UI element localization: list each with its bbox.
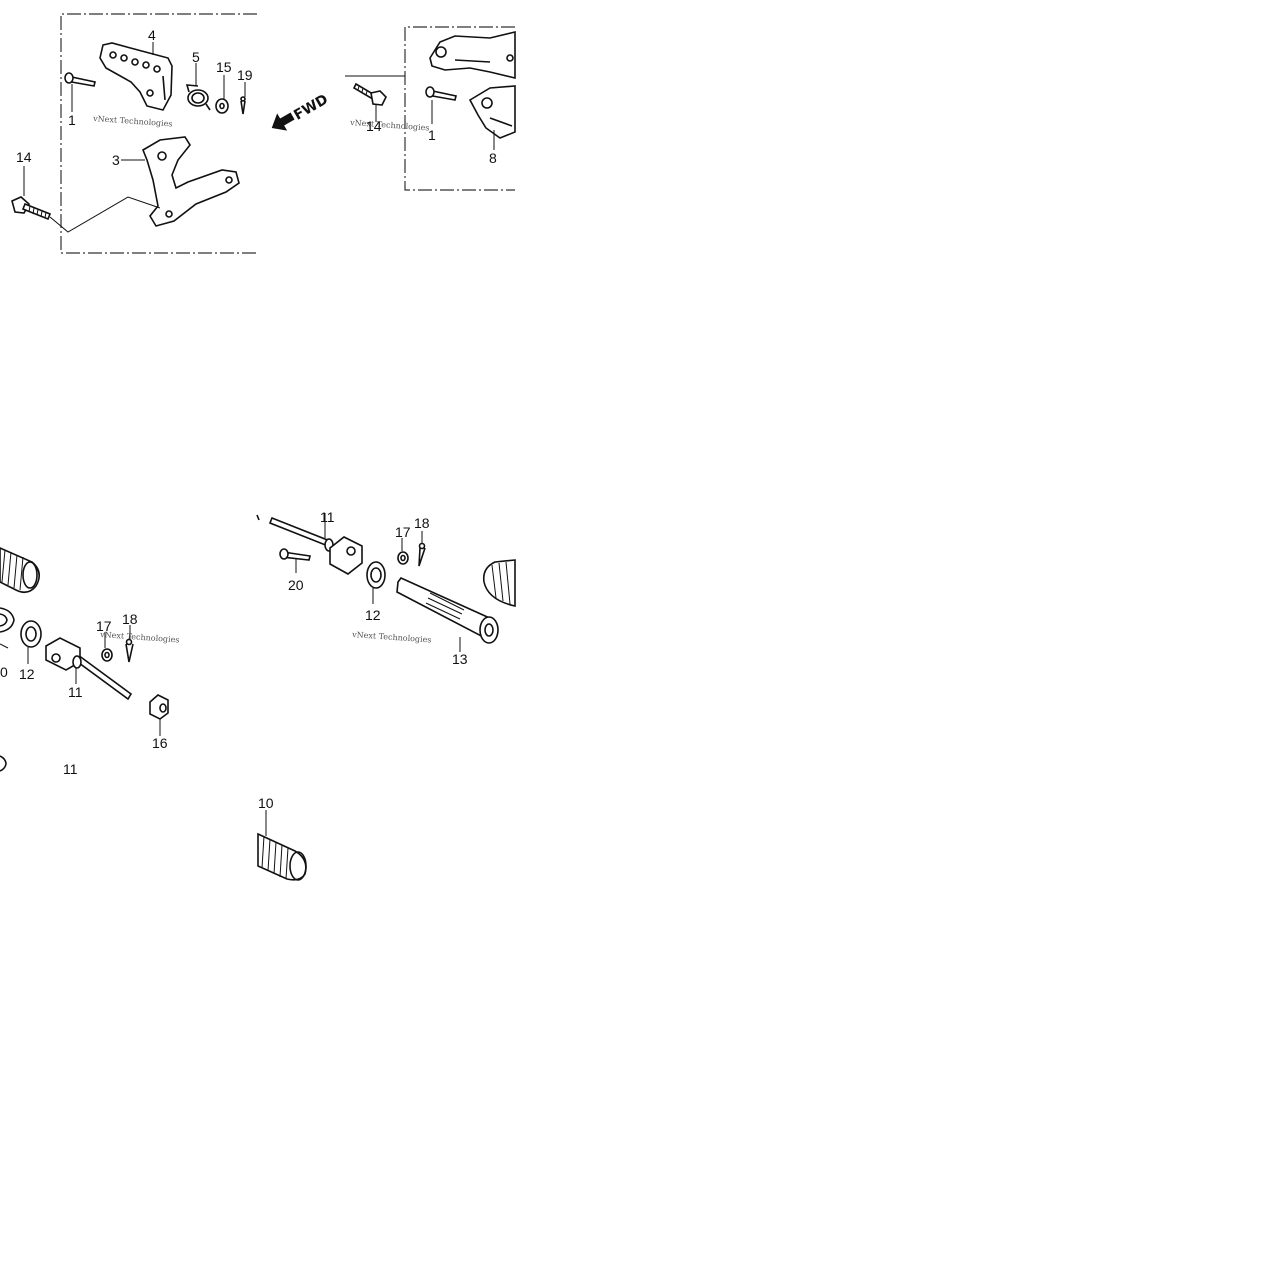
callout-label: 4 xyxy=(148,27,156,43)
callout-label: 11 xyxy=(320,509,335,525)
washer-part xyxy=(215,98,229,114)
callout-label: 10 xyxy=(258,795,274,811)
clevis-pin-part xyxy=(45,637,133,701)
clevis-pin-part xyxy=(268,516,363,575)
cotter-pin-part xyxy=(418,542,426,567)
callout-label: 5 xyxy=(192,49,200,65)
step-plate-part xyxy=(99,42,173,111)
fwd-arrow: FWD xyxy=(271,91,331,131)
callout-label: 11 xyxy=(63,761,78,777)
step-arm-part xyxy=(429,30,516,80)
callout-label: 8 xyxy=(489,150,497,166)
spring-part xyxy=(185,84,211,111)
watermark: vNext Technologies xyxy=(351,630,432,645)
callout-label: 0 xyxy=(0,664,8,680)
callout-label: 18 xyxy=(122,611,138,627)
panel-bottom-left: vNext Technologies 0 12 17 18 11 16 11 xyxy=(0,547,180,777)
fwd-label: FWD xyxy=(291,91,331,123)
watermark: vNext Technologies xyxy=(349,118,430,133)
callout-label: 3 xyxy=(112,152,120,168)
callout-label: 11 xyxy=(68,684,83,700)
watermark: vNext Technologies xyxy=(92,114,173,129)
washer-part xyxy=(20,620,42,648)
panel-top-right: vNext Technologies 14 1 8 xyxy=(345,26,516,191)
pivot-pin-part xyxy=(425,86,457,101)
footpeg-rubber-part xyxy=(0,547,40,594)
nut-part xyxy=(149,694,169,720)
callout-label: 20 xyxy=(288,577,304,593)
callout-label: 15 xyxy=(216,59,232,75)
pin-part xyxy=(279,548,311,561)
callout-label: 12 xyxy=(19,666,35,682)
footpeg-rubber-part xyxy=(482,559,516,607)
callout-label: 14 xyxy=(16,149,32,165)
panel-top-left: vNext Technologies 4 5 15 19 1 14 3 xyxy=(11,13,257,254)
panel-frame xyxy=(404,26,515,191)
washer-part xyxy=(366,561,386,589)
bolt-part xyxy=(11,196,52,221)
bracket-part xyxy=(468,85,516,139)
callout-label: 17 xyxy=(395,524,411,540)
callout-label: 16 xyxy=(152,735,168,751)
bolt-part xyxy=(352,82,387,106)
callout-label: 14 xyxy=(366,118,382,134)
callout-label: 17 xyxy=(96,618,112,634)
panel-bottom-right: vNext Technologies 11 17 18 20 12 13 10 xyxy=(256,509,516,881)
cotter-pin-part xyxy=(125,638,134,663)
cotter-pin-part xyxy=(240,96,246,115)
arrow-icon xyxy=(271,112,295,131)
bracket-part xyxy=(142,136,240,227)
callout-label: 13 xyxy=(452,651,468,667)
washer-part xyxy=(397,551,409,565)
washer-part xyxy=(101,648,113,662)
pivot-pin-part xyxy=(64,72,96,87)
footpeg-shaft-part xyxy=(396,577,499,644)
callout-label: 19 xyxy=(237,67,253,83)
callout-label: 12 xyxy=(365,607,381,623)
callout-label: 18 xyxy=(414,515,430,531)
footpeg-rubber-part xyxy=(257,832,307,881)
panel-frame xyxy=(60,13,257,254)
callout-label: 1 xyxy=(68,112,76,128)
callout-label: 1 xyxy=(428,127,436,143)
